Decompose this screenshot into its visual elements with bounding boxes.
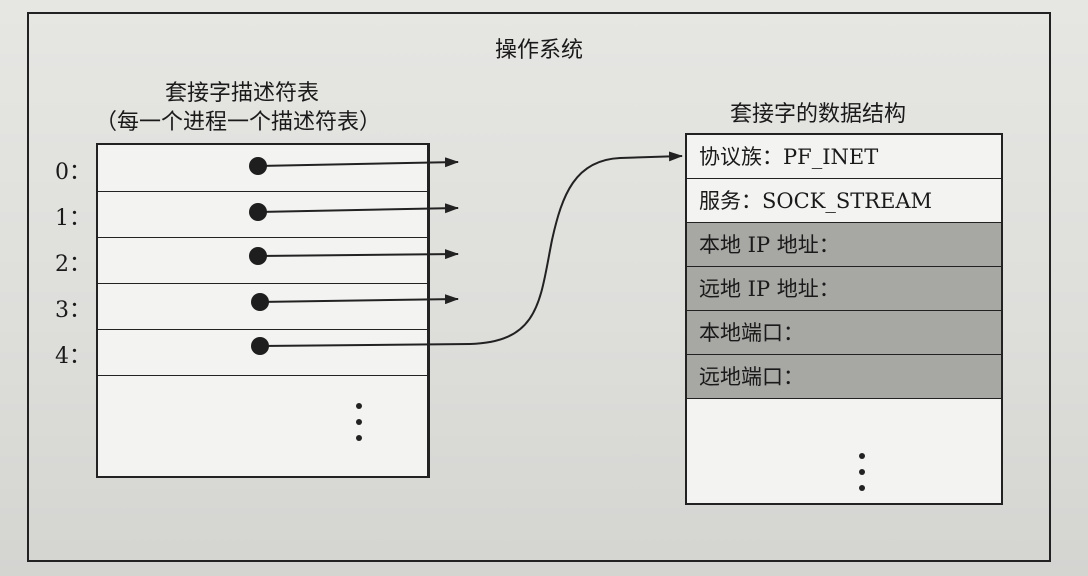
field-remote-port: 远地端口： [687,355,1001,399]
fd-index-1: 1： [55,206,91,231]
fd-index-0: 0： [55,160,91,185]
pointer-dot-3 [251,293,269,311]
descriptor-table [96,143,430,478]
socket-data-structure: 协议族：PF_INET 服务：SOCK_STREAM 本地 IP 地址： 远地 … [685,133,1003,505]
pointer-arrow-3 [257,294,459,305]
descriptor-row [98,237,427,284]
pointer-arrow-0 [257,157,459,168]
operating-system-frame: 操作系统 [27,12,1051,562]
descriptor-row [98,191,427,238]
pointer-dot-0 [249,157,267,175]
ellipsis-icon [859,453,867,501]
ellipsis-icon [356,403,364,451]
fd-table-title: 套接字描述符表 [165,81,320,106]
field-remote-ip: 远地 IP 地址： [687,267,1001,311]
pointer-dot-4 [251,337,269,355]
fd-index-3: 3： [55,298,91,323]
diagram-title: 操作系统 [494,38,583,63]
pointer-dot-2 [249,247,267,265]
descriptor-row [98,145,427,192]
field-protocol-family: 协议族：PF_INET [687,135,1001,179]
fd-table-subtitle: （每一个进程一个描述符表） [95,110,382,135]
descriptor-row [98,283,427,330]
descriptor-row [98,329,427,376]
field-local-ip: 本地 IP 地址： [687,223,1001,267]
pointer-arrow-1 [257,203,459,214]
field-service: 服务：SOCK_STREAM [687,179,1001,223]
pointer-dot-1 [249,203,267,221]
fd-index-4: 4： [55,344,91,369]
socket-structure-title: 套接字的数据结构 [730,102,907,127]
pointer-arrow-4-to-socket [259,151,683,347]
field-local-port: 本地端口： [687,311,1001,355]
pointer-arrow-2 [257,249,459,260]
fd-index-2: 2： [55,252,91,277]
